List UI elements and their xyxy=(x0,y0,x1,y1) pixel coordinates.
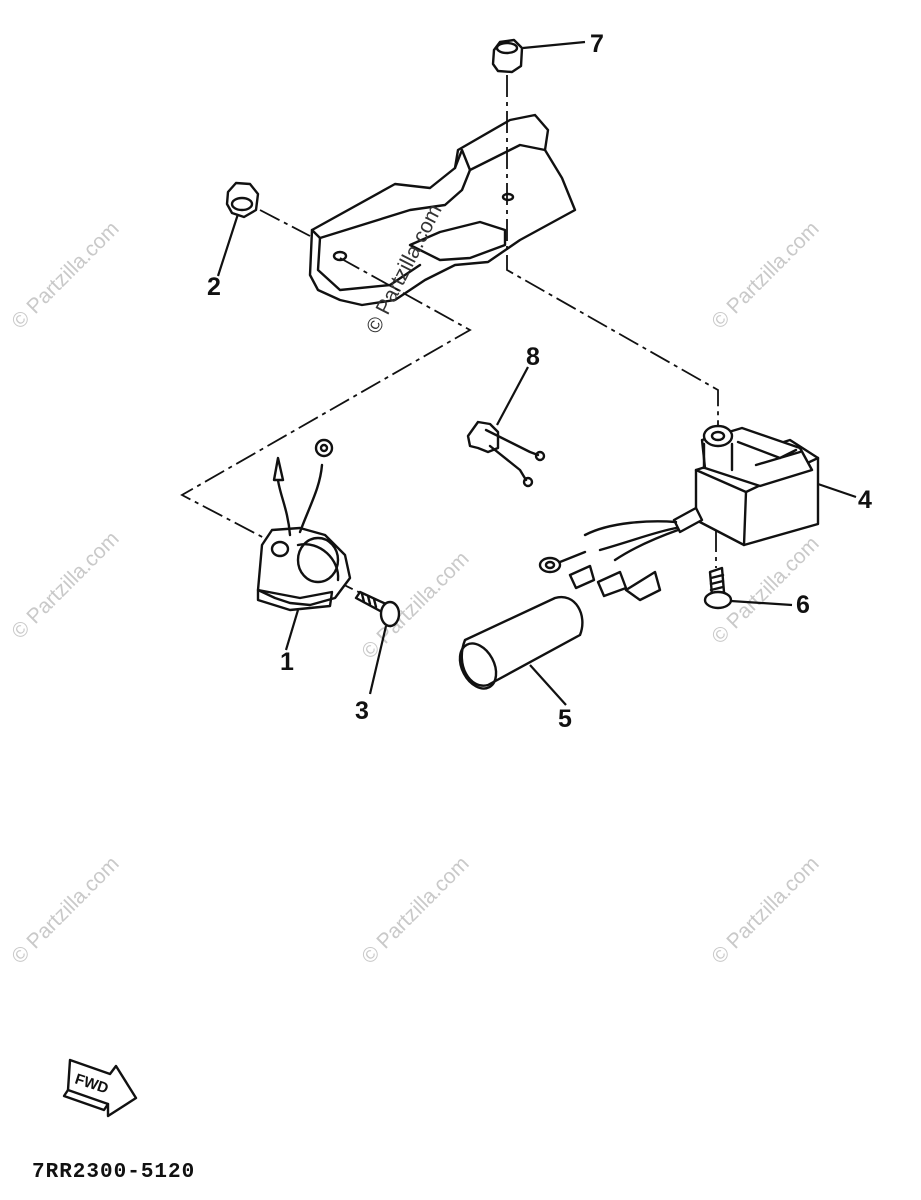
leader-line-1 xyxy=(284,609,300,651)
watermark: © Partzilla.com xyxy=(707,217,823,333)
watermark: © Partzilla.com xyxy=(707,852,823,968)
part-8-clip xyxy=(466,420,546,488)
assembly-line xyxy=(259,209,311,237)
leader-line-8 xyxy=(496,366,529,426)
leader-line-7 xyxy=(522,40,586,50)
part-6-screw xyxy=(703,566,733,610)
part-3-screw xyxy=(354,590,401,628)
watermark: © Partzilla.com xyxy=(357,852,473,968)
callout-label: 2 xyxy=(207,273,221,301)
callout-label: 4 xyxy=(858,486,872,514)
leader-line-3 xyxy=(368,625,388,695)
part-7-nut xyxy=(491,38,524,74)
callout-label: 6 xyxy=(796,591,810,619)
part-4-module xyxy=(538,424,820,602)
part-2-nut xyxy=(225,181,260,219)
diagram-code: 7RR2300-5120 xyxy=(32,1161,195,1184)
leader-line-6 xyxy=(730,599,793,607)
callout-label: 1 xyxy=(280,648,294,676)
watermark: © Partzilla.com xyxy=(7,852,123,968)
assembly-line xyxy=(506,75,719,430)
part-5-sleeve xyxy=(458,595,584,690)
callout-label: 5 xyxy=(558,705,572,733)
callout-label: 8 xyxy=(526,343,540,371)
assembly-line xyxy=(180,257,472,541)
leader-line-2 xyxy=(216,213,240,277)
leader-line-4 xyxy=(817,482,857,499)
watermark: © Partzilla.com xyxy=(7,527,123,643)
watermark-layer: © Partzilla.com © Partzilla.com © Partzi… xyxy=(7,217,823,968)
forward-arrow-icon: FWD xyxy=(62,1058,138,1118)
mounting-bracket: © Partzilla.com xyxy=(308,113,577,337)
callout-label: 7 xyxy=(590,30,604,58)
part-1-sensor xyxy=(256,438,352,612)
callout-label: 3 xyxy=(355,697,369,725)
leader-line-5 xyxy=(529,664,567,706)
watermark: © Partzilla.com xyxy=(7,217,123,333)
